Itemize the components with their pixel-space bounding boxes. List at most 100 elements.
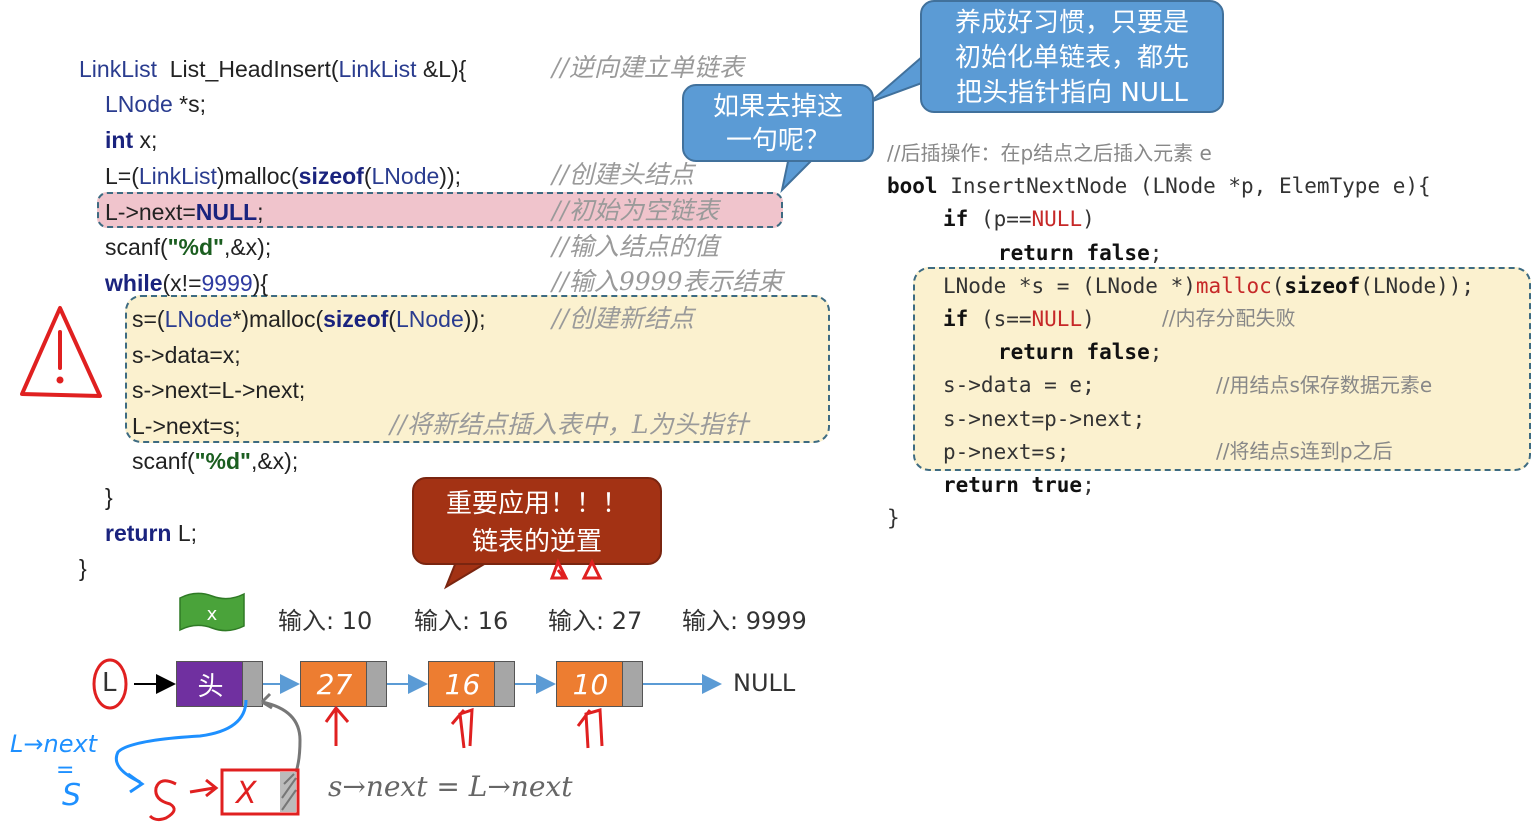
code-token: )malloc( <box>216 163 299 189</box>
code-token: ) <box>1082 307 1095 331</box>
comment-9999-end: //输入9999表示结束 <box>552 267 783 296</box>
comment-init-empty: //初始为空链表 <box>552 196 719 225</box>
code-token: ,&x); <box>223 234 272 260</box>
habit-line-1: 养成好习惯，只要是 <box>954 8 1189 38</box>
node-data-27: 27 <box>301 662 368 706</box>
code-line: L=(LinkList)malloc(sizeof(LNode)); <box>105 161 461 191</box>
right-code-line: return true; <box>943 470 1095 500</box>
code-token: NULL <box>195 199 258 225</box>
annot-s-blue: S <box>62 778 82 813</box>
code-token: 9999 <box>201 270 253 296</box>
code-token: x; <box>133 127 158 153</box>
habit-line-3: 把头指针指向 NULL <box>956 78 1188 108</box>
right-code-line: } <box>887 503 900 533</box>
code-line: } <box>105 482 113 512</box>
right-code-line: return false; <box>998 337 1162 367</box>
code-token: ){ <box>252 270 269 296</box>
code-token: int <box>105 127 134 153</box>
code-token: ( <box>388 306 396 332</box>
code-token: )); <box>439 163 462 189</box>
code-line: L->next=s; <box>132 411 241 441</box>
code-token: (s== <box>968 307 1032 331</box>
code-line: } <box>79 553 87 583</box>
code-token: scanf( <box>105 234 168 260</box>
code-line: s->next=L->next; <box>132 375 305 405</box>
code-token: s->next=L->next; <box>132 377 306 403</box>
right-code-line: p->next=s; <box>943 437 1069 467</box>
code-token: ; <box>1149 241 1163 265</box>
node-data-10: 10 <box>557 662 624 706</box>
code-token: while <box>105 270 163 296</box>
node-next-10 <box>622 662 642 706</box>
head-node: 头 <box>176 661 263 707</box>
question-line-1: 如果去掉这 <box>712 92 843 122</box>
list-node-16: 16 <box>428 661 515 707</box>
code-token: ( <box>363 163 372 189</box>
right-comment-alloc-fail: //内存分配失败 <box>1162 306 1296 330</box>
code-token: LNode <box>395 306 464 332</box>
code-token: (LNode)); <box>1360 274 1475 298</box>
code-token: L; <box>171 520 198 546</box>
code-token: &L){ <box>416 56 467 82</box>
code-line: scanf("%d",&x); <box>132 446 298 476</box>
annot-snext-eq: s→next = L→next <box>328 770 573 803</box>
red-scribble-marks <box>549 558 603 580</box>
code-token: List_HeadInsert( <box>156 56 339 82</box>
flag-icon: x <box>179 592 245 632</box>
code-token: return false <box>998 340 1150 364</box>
code-token: } <box>105 484 113 510</box>
right-comment-link: //将结点s连到p之后 <box>1216 439 1393 463</box>
code-token: ) <box>1082 207 1095 231</box>
code-token: s->data=x; <box>132 342 241 368</box>
list-node-10: 10 <box>556 661 643 707</box>
code-token: bool <box>887 174 938 198</box>
code-line: L->next=NULL; <box>105 197 264 227</box>
input-9999: 输入: 9999 <box>682 607 807 635</box>
annot-x-box: X <box>236 776 257 811</box>
head-pointer-label: L <box>102 668 117 698</box>
code-token: ,&x); <box>250 448 299 474</box>
question-callout: 如果去掉这 一句呢？ <box>682 84 874 162</box>
code-token: *s; <box>172 91 207 117</box>
code-line: int x; <box>105 125 157 155</box>
important-line-2: 链表的逆置 <box>471 527 602 557</box>
left-code-block: LinkList List_HeadInsert(LinkList &L){LN… <box>0 0 900 600</box>
right-code-line: s->next=p->next; <box>943 404 1145 434</box>
right-code-line: if (s==NULL) <box>943 304 1095 334</box>
habit-callout: 养成好习惯，只要是 初始化单链表，都先 把头指针指向 NULL <box>920 0 1224 113</box>
right-code-line: LNode *s = (LNode *)malloc(sizeof(LNode)… <box>943 271 1474 301</box>
question-line-2: 一句呢？ <box>725 126 830 156</box>
code-token: LNode <box>164 306 233 332</box>
code-token: InsertNextNode (LNode *p, ElemType e){ <box>937 174 1431 198</box>
input-10: 输入: 10 <box>278 607 373 635</box>
input-27: 输入: 27 <box>548 607 643 635</box>
code-token: scanf( <box>132 448 195 474</box>
code-token: ; <box>1082 473 1095 497</box>
comment-input-value: //输入结点的值 <box>552 232 719 261</box>
habit-line-2: 初始化单链表，都先 <box>954 43 1189 73</box>
code-token: "%d" <box>194 448 251 474</box>
code-token: NULL <box>1031 207 1083 231</box>
code-token: if <box>943 207 969 231</box>
code-token: return <box>105 520 172 546</box>
code-token: return true <box>943 473 1083 497</box>
code-token: p->next=s; <box>943 440 1070 464</box>
null-label: NULL <box>733 669 796 697</box>
code-token: sizeof <box>298 163 364 189</box>
code-token: LNode <box>105 91 173 117</box>
right-code-line: s->data = e; <box>943 370 1095 400</box>
highlight-insert-block <box>125 295 830 443</box>
code-token: ( <box>1271 274 1285 298</box>
comment-reverse-build: //逆向建立单链表 <box>552 53 744 82</box>
code-token: s=( <box>132 306 165 332</box>
code-token: ; <box>257 199 264 225</box>
important-callout: 重要应用！！！ 链表的逆置 <box>412 477 662 565</box>
node-data-16: 16 <box>429 662 496 706</box>
code-token: )); <box>463 306 486 332</box>
code-token: NULL <box>1031 307 1083 331</box>
right-highlight-block <box>913 267 1531 471</box>
code-token: return false <box>998 241 1150 265</box>
annot-eq: = <box>56 758 75 783</box>
code-token: s->next=p->next; <box>943 407 1146 431</box>
right-title-comment: //后插操作：在p结点之后插入元素 e <box>887 141 1212 165</box>
